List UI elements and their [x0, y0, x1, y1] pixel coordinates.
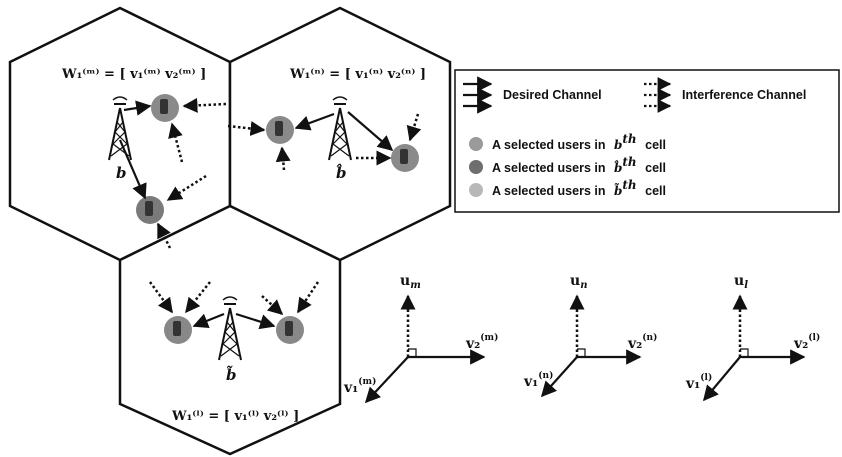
user-cell-b-hat-2-icon	[391, 144, 419, 172]
svg-text:v₂(n): v₂(n)	[627, 332, 657, 352]
legend-user-prefix-2: A selected users in	[492, 161, 605, 175]
legend-cell-word-1: cell	[645, 138, 666, 152]
legend-ordinal-3: th	[622, 178, 636, 192]
vector-m-u-sub: m	[410, 280, 421, 291]
user-cell-b-2-icon	[136, 196, 164, 224]
legend-desired-channel-icon	[463, 76, 493, 114]
vector-n-u-label: u	[570, 273, 580, 289]
legend: Desired Channel Interference Channel A s…	[454, 69, 840, 213]
legend-user-dot-2-icon	[469, 160, 483, 174]
legend-interference-channel-label: Interference Channel	[682, 88, 806, 102]
legend-user-prefix-3: A selected users in	[492, 184, 605, 198]
base-station-b-tilde-label: b̃	[226, 364, 237, 384]
user-cell-b-tilde-2-icon	[276, 316, 304, 344]
legend-cell-word-2: cell	[645, 161, 666, 175]
desired-channel-arrows	[118, 100, 394, 330]
legend-desired-channel-label: Desired Channel	[503, 88, 602, 102]
legend-cell-ref-2: b̂	[613, 159, 622, 175]
vector-l-v1-label: v₁	[685, 376, 700, 392]
legend-user-prefix-1: A selected users in	[492, 138, 605, 152]
vector-n-v2-label: v₂	[627, 336, 642, 352]
legend-cell-ref-3: b̃	[614, 182, 622, 198]
svg-text:ul: ul	[734, 273, 748, 291]
legend-interference-channel-icon	[644, 77, 672, 113]
svg-text:v₂(l): v₂(l)	[793, 332, 820, 352]
legend-cell-ref-1: b	[614, 138, 622, 152]
base-station-b-label: b	[116, 164, 127, 182]
cell-b-tilde	[118, 204, 342, 456]
legend-user-row-2: A selected users in b̂th cell	[469, 155, 666, 175]
cell-b-precoder-label: W₁⁽ᵐ⁾ = [ v₁⁽ᵐ⁾ v₂⁽ᵐ⁾ ]	[61, 67, 206, 82]
vector-l-u-sub: l	[744, 280, 748, 291]
svg-text:v₁(n): v₁(n)	[523, 370, 553, 390]
vector-n-v1-sup: (n)	[538, 370, 553, 381]
vector-diagram-n: un v₂(n) v₁(n)	[523, 273, 657, 398]
user-cell-b-1-icon	[151, 94, 179, 122]
vector-l-v2-sup: (l)	[808, 332, 820, 343]
user-cell-b-tilde-1-icon	[164, 316, 192, 344]
svg-text:A selected users in b̃: A selected users in b̃th cell	[492, 178, 666, 198]
svg-text:A selected users in bt: A selected users in bth cell	[492, 132, 666, 152]
svg-text:v₁(m): v₁(m)	[343, 376, 376, 396]
vector-l-v2-label: v₂	[793, 336, 808, 352]
legend-user-row-1: A selected users in bth cell	[469, 132, 666, 152]
legend-cell-word-3: cell	[645, 184, 666, 198]
legend-ordinal-1: th	[622, 132, 636, 146]
user-cell-b-hat-1-icon	[266, 116, 294, 144]
vector-n-u-sub: n	[580, 280, 587, 291]
legend-user-row-3: A selected users in b̃th cell	[469, 178, 666, 198]
svg-text:um: um	[400, 273, 421, 291]
vector-m-v1-label: v₁	[343, 380, 358, 396]
vector-n-v1-label: v₁	[523, 374, 538, 390]
svg-text:v₁(l): v₁(l)	[685, 372, 712, 392]
vector-diagram-m: um v₂(m) v₁(m)	[343, 273, 498, 404]
base-station-b-hat-label: b̂	[336, 163, 347, 182]
legend-user-dot-3-icon	[469, 183, 483, 197]
vector-m-v2-label: v₂	[465, 336, 480, 352]
vector-m-v1-sup: (m)	[358, 376, 376, 387]
vector-n-v2-sup: (n)	[642, 332, 657, 343]
svg-text:A selected users in b̂: A selected users in b̂th cell	[492, 155, 666, 175]
vector-l-u-label: u	[734, 273, 744, 289]
legend-ordinal-2: th	[622, 155, 636, 169]
vector-m-u-label: u	[400, 273, 410, 289]
legend-user-dot-1-icon	[469, 137, 483, 151]
cell-b-tilde-precoder-label: W₁⁽ˡ⁾ = [ v₁⁽ˡ⁾ v₂⁽ˡ⁾ ]	[171, 409, 299, 424]
cell-b-hat-precoder-label: W₁⁽ⁿ⁾ = [ v₁⁽ⁿ⁾ v₂⁽ⁿ⁾ ]	[289, 67, 426, 82]
svg-text:un: un	[570, 273, 587, 291]
vector-diagram-l: ul v₂(l) v₁(l)	[685, 273, 820, 402]
vector-m-v2-sup: (m)	[480, 332, 498, 343]
svg-text:v₂(m): v₂(m)	[465, 332, 498, 352]
vector-l-v1-sup: (l)	[700, 372, 712, 383]
interference-channel-arrows	[148, 97, 422, 316]
